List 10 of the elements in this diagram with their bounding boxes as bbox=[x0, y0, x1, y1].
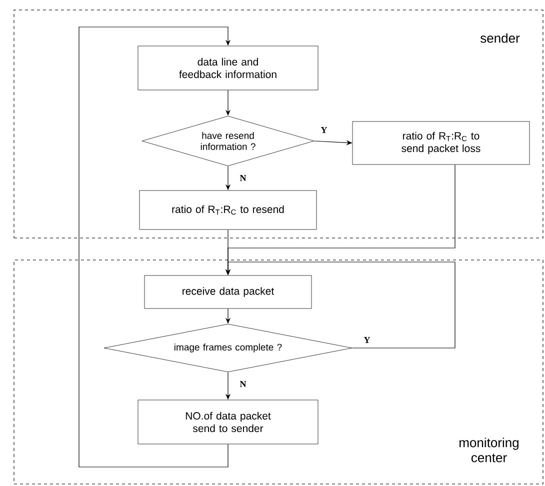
process-box: data line and feedback information bbox=[138, 46, 318, 90]
edge-label: N bbox=[238, 174, 248, 182]
edge-label: N bbox=[238, 380, 248, 388]
process-box: ratio of R$_{T}$:R$_{C}$ to send packet loss bbox=[352, 121, 530, 165]
arrow bbox=[78, 26, 231, 468]
edge-label: Y bbox=[362, 336, 372, 344]
process-box: NO.of data packet send to sender bbox=[138, 400, 318, 444]
process-box: receive data packet bbox=[144, 275, 312, 309]
edge-label: Y bbox=[320, 126, 328, 134]
process-box: ratio of R$_{T}$:R$_{C}$ to resend bbox=[139, 190, 317, 230]
